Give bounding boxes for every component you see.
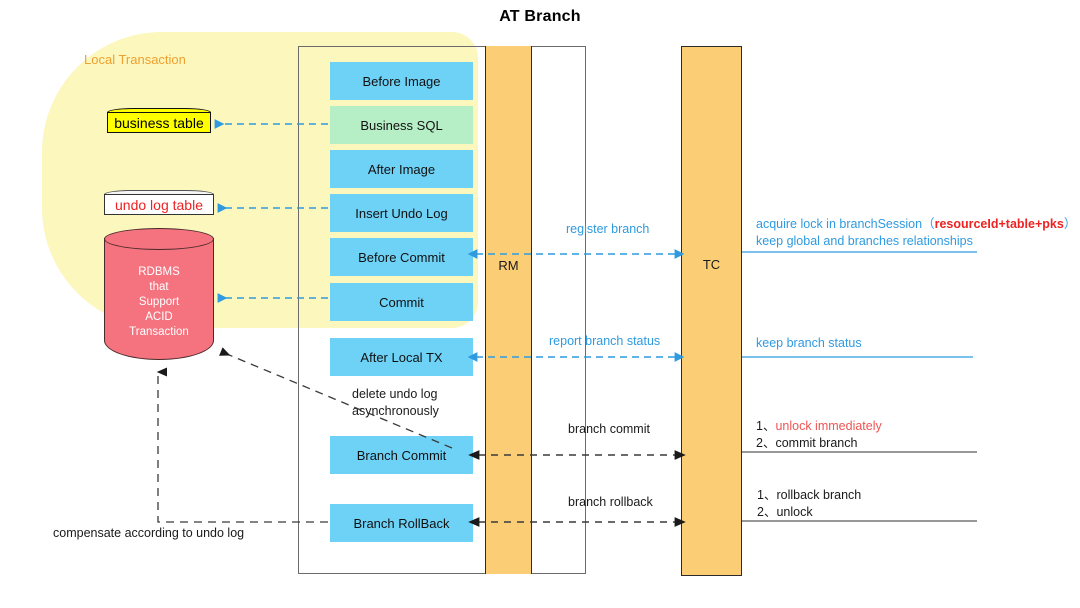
commit-num-1: 1、 — [756, 419, 776, 433]
step-business-sql[interactable]: Business SQL — [330, 106, 473, 144]
unlock-text: unlock — [776, 505, 813, 519]
annotation-branch-commit: 1、unlock immediately 2、commit branch — [756, 418, 882, 452]
annotation-register-branch: acquire lock in branchSession（resourceId… — [756, 216, 1076, 250]
business-table[interactable]: business table — [107, 112, 211, 133]
rdbms-cylinder-body — [104, 238, 214, 360]
annotation-register-line-1: acquire lock in branchSession（resourceId… — [756, 216, 1076, 233]
wire-compensate — [156, 367, 328, 523]
step-insert-undo-log[interactable]: Insert Undo Log — [330, 194, 473, 232]
rollback-num-2: 2、 — [757, 505, 777, 519]
label-register-branch: register branch — [566, 222, 650, 236]
tc-label: TC — [702, 257, 721, 272]
rdbms-line-3: Support — [138, 296, 180, 308]
commit-num-2: 2、 — [756, 436, 776, 450]
local-transaction-label: Local Transaction — [84, 52, 186, 67]
label-delete-undo-log-line1: delete undo log — [352, 387, 438, 401]
annotation-register-line-2: keep global and branches relationships — [756, 234, 973, 248]
step-commit[interactable]: Commit — [330, 283, 473, 321]
undo-log-table[interactable]: undo log table — [104, 194, 214, 215]
annotation-branch-rollback: 1、rollback branch 2、unlock — [757, 487, 861, 521]
annotation-commit-line-1: 1、unlock immediately — [756, 418, 882, 435]
page-title: AT Branch — [499, 8, 581, 25]
rdbms-cylinder-top — [104, 228, 214, 250]
rdbms-line-5: Transaction — [129, 326, 189, 338]
annotation-rollback-line-1: 1、rollback branch — [757, 487, 861, 504]
step-branch-rollback[interactable]: Branch RollBack — [330, 504, 473, 542]
label-branch-rollback: branch rollback — [568, 495, 653, 509]
commit-branch-text: commit branch — [775, 436, 858, 450]
rdbms-line-1: RDBMS — [138, 266, 180, 278]
acquire-lock-close: ） — [1063, 217, 1077, 231]
rdbms-label: RDBMS that Support ACID Transaction — [104, 265, 214, 340]
rm-label: RM — [498, 258, 519, 273]
step-before-image[interactable]: Before Image — [330, 62, 473, 100]
tc-lane — [681, 46, 742, 576]
wire-delete-undo-log — [219, 347, 453, 449]
rdbms-line-4: ACID — [145, 311, 173, 323]
at-branch-frame — [298, 46, 586, 574]
label-report-branch-status: report branch status — [549, 334, 661, 348]
rdbms-line-2: that — [149, 281, 169, 293]
rollback-num-1: 1、 — [757, 488, 777, 502]
label-delete-undo-log-line2: asynchronously — [352, 404, 439, 418]
annotation-report-line-1: keep branch status — [756, 336, 862, 350]
label-compensate: compensate according to undo log — [53, 526, 245, 540]
rm-lane — [485, 46, 532, 574]
unlock-immediately-text: unlock immediately — [775, 419, 882, 433]
step-before-commit[interactable]: Before Commit — [330, 238, 473, 276]
step-after-image[interactable]: After Image — [330, 150, 473, 188]
label-branch-commit: branch commit — [568, 422, 650, 436]
annotation-report-status: keep branch status — [756, 335, 862, 352]
step-branch-commit[interactable]: Branch Commit — [330, 436, 473, 474]
annotation-rollback-line-2: 2、unlock — [757, 504, 861, 521]
lock-key-text: resourceId+table+pks — [934, 217, 1064, 231]
acquire-lock-text: acquire lock in branchSession（ — [756, 217, 935, 231]
annotation-commit-line-2: 2、commit branch — [756, 435, 882, 452]
rollback-branch-text: rollback branch — [776, 488, 862, 502]
step-after-local-tx[interactable]: After Local TX — [330, 338, 473, 376]
